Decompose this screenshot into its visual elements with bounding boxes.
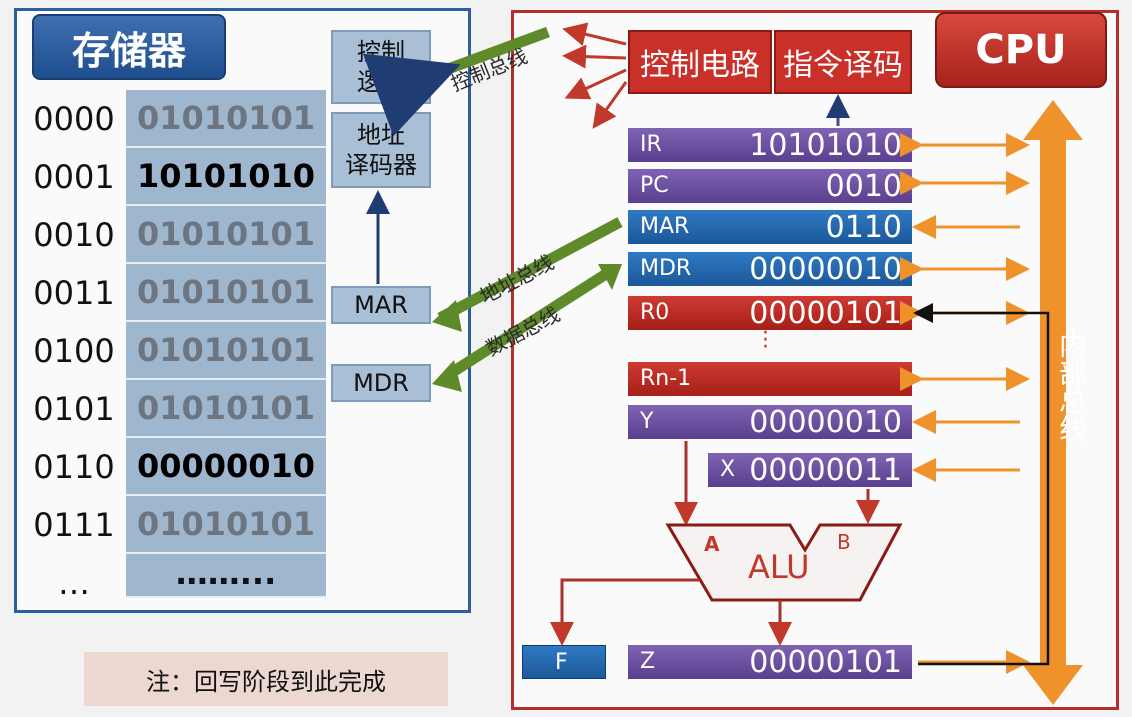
data-bus-head-right: [598, 264, 622, 290]
memory-cell: 01010101: [126, 322, 326, 380]
cpu-title: CPU: [935, 12, 1107, 88]
register-x-name: X: [720, 457, 736, 482]
register-y-value: 00000010: [749, 405, 902, 440]
register-ellipsis: ···: [762, 321, 769, 360]
internal-bus-arrow: [1023, 100, 1083, 705]
memory-address: 0011: [33, 274, 115, 312]
register-y-name: Y: [640, 409, 654, 434]
register-rn-1: Rn-1: [628, 362, 912, 396]
register-x: X 00000011: [708, 453, 912, 488]
register-pc-value: 0010: [825, 169, 902, 204]
memory-cell: ……...: [126, 554, 326, 598]
register-pc-name: PC: [640, 173, 669, 198]
register-ir-value: 10101010: [749, 128, 902, 163]
control-bus-arrow: [362, 26, 550, 137]
control-signal-4: [592, 81, 628, 129]
register-mar-value: 0110: [825, 210, 902, 245]
register-rn-1-name: Rn-1: [640, 366, 692, 391]
memory-address: 0000: [33, 100, 115, 138]
memory-cell: 01010101: [126, 380, 326, 438]
register-z-name: Z: [640, 649, 656, 674]
alu-shape: [665, 523, 903, 602]
memory-cell: 01010101: [126, 90, 326, 148]
register-y: Y 00000010: [628, 405, 912, 440]
data-bus-head-left: [432, 360, 462, 392]
register-f-name: F: [555, 650, 568, 675]
control-signal-3: [564, 68, 627, 100]
memory-address: 0111: [33, 506, 115, 544]
register-pc: PC 0010: [628, 169, 912, 204]
memory-address: 0010: [33, 216, 115, 254]
register-mdr-value: 00000010: [749, 252, 902, 287]
address-bus-arrow: [437, 217, 623, 323]
alu-input-a: A: [704, 532, 720, 556]
register-mar: MAR 0110: [628, 210, 912, 245]
register-z: Z 00000101: [628, 645, 912, 680]
note-box: 注：回写阶段到此完成: [84, 652, 448, 706]
memory-mar-box: MAR: [331, 286, 431, 324]
register-mar-name: MAR: [640, 214, 690, 239]
control-signal-1: [562, 22, 627, 46]
memory-address: 0110: [33, 448, 115, 486]
memory-cell: 00000010: [126, 438, 326, 496]
register-r0-name: R0: [640, 300, 670, 325]
control-signal-2: [562, 44, 627, 69]
register-r0: R0 00000101: [628, 296, 912, 331]
z-to-r0-wire: [913, 303, 1050, 666]
memory-address: 0100: [33, 332, 115, 370]
instruction-decoder-box: 指令译码: [774, 30, 912, 94]
address-bus-head: [432, 300, 462, 332]
memory-cell: 01010101: [126, 206, 326, 264]
memory-mdr-box: MDR: [331, 364, 431, 402]
memory-address: 0001: [33, 158, 115, 196]
memory-address: …: [58, 564, 90, 602]
register-z-value: 00000101: [749, 645, 902, 680]
memory-cell: 01010101: [126, 264, 326, 322]
register-mdr: MDR 00000010: [628, 252, 912, 287]
control-circuit-box: 控制电路: [628, 30, 772, 94]
register-r0-value: 00000101: [749, 296, 902, 331]
data-bus-arrow: [445, 269, 609, 380]
register-ir: IR 10101010: [628, 128, 912, 163]
register-x-value: 00000011: [749, 453, 902, 488]
register-ir-name: IR: [640, 132, 662, 157]
alu-input-b: B: [837, 530, 851, 554]
internal-bus-label: 内部总线: [1055, 330, 1088, 442]
register-mdr-name: MDR: [640, 256, 692, 281]
alu-label: ALU: [748, 548, 810, 586]
memory-cell: 10101010: [126, 148, 326, 206]
memory-cell: 01010101: [126, 496, 326, 554]
memory-address: 0101: [33, 390, 115, 428]
memory-title: 存储器: [32, 14, 226, 80]
alu-to-f-wire: [550, 578, 700, 646]
